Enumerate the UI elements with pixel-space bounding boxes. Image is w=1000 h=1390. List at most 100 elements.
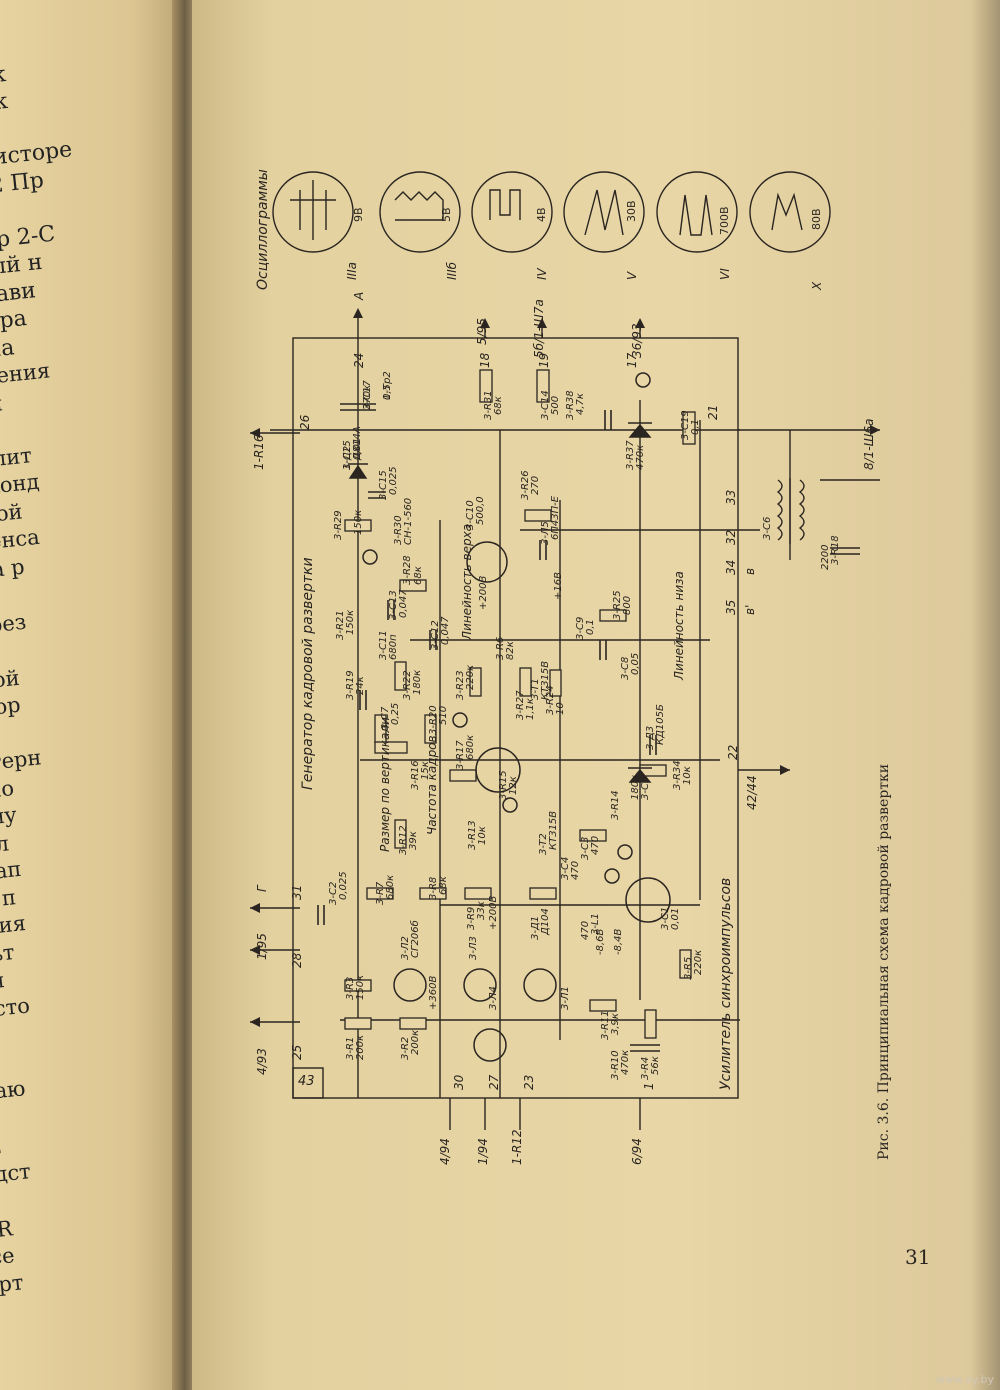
terminal-pin-26: 26 bbox=[298, 414, 312, 430]
terminal-pin-17: 17 bbox=[625, 352, 639, 368]
terminal-pin-34: 34 bbox=[724, 559, 738, 575]
component-label: КД105Б bbox=[655, 704, 666, 745]
component-label: 3-R28 bbox=[402, 555, 413, 585]
component-label: 680к bbox=[465, 734, 476, 760]
terminal-pin-35: 35 bbox=[724, 599, 738, 615]
voltage-label: +200В bbox=[488, 895, 499, 930]
osc-label-3: IV bbox=[535, 268, 549, 280]
component-label: 470 bbox=[570, 860, 581, 880]
component-label: 0,047 bbox=[440, 616, 451, 645]
block-title: Генератор кадровой развертки bbox=[300, 557, 316, 790]
terminal-A: A bbox=[352, 291, 366, 300]
transistor-3-T2 bbox=[475, 747, 521, 793]
block-frame bbox=[292, 337, 739, 1099]
component-label: 3-C6 bbox=[762, 516, 773, 540]
terminal-pin-23: 23 bbox=[522, 1074, 536, 1090]
component-label: 220к bbox=[465, 664, 476, 690]
component-label: СН-1-560 bbox=[403, 497, 414, 545]
component-label: СГ206б bbox=[410, 920, 421, 958]
component-label: 56к bbox=[650, 1056, 661, 1075]
terminal-pin-25: 25 bbox=[290, 1044, 304, 1060]
component-label: 10к bbox=[682, 766, 693, 785]
osc-label-1: IIIа bbox=[345, 262, 359, 280]
transistor-3-T1 bbox=[625, 877, 671, 923]
neon-lamp-3-L1 bbox=[473, 1028, 507, 1062]
component-label: 150к bbox=[353, 509, 364, 535]
component-label: 680к bbox=[385, 874, 396, 900]
osc-label-5: VI bbox=[718, 268, 732, 280]
terminal-4-93: 4/93 bbox=[255, 1048, 269, 1075]
component-label: 0,025 bbox=[388, 466, 399, 495]
control-label-4: Линейность низа bbox=[672, 571, 686, 680]
component-label: 68к bbox=[438, 876, 449, 895]
component-label: 270к bbox=[362, 384, 373, 410]
page-edge-shadow bbox=[970, 0, 1000, 1390]
terminal-pin-24: 24 bbox=[352, 352, 366, 368]
osc-amp-1: 9В bbox=[352, 207, 365, 222]
control-label-3: Линейность верха bbox=[460, 523, 474, 640]
terminal-8-1-Sh6a: 8/1-Ш6а bbox=[862, 418, 876, 470]
component-label: 0,01 bbox=[352, 437, 363, 460]
unit-label: 43 bbox=[298, 1074, 315, 1089]
component-label: 4,7к bbox=[575, 393, 586, 415]
component-label: 3,9к bbox=[610, 1013, 621, 1035]
component-label: 470к bbox=[620, 1049, 631, 1075]
left-page: осуществляется 2-Т1, 2-Т2, включеныгальв… bbox=[0, 0, 190, 1390]
terminal-1-94: 1/94 bbox=[476, 1138, 490, 1165]
component-label: 800 bbox=[622, 595, 633, 615]
component-label: 3-Л1 bbox=[560, 986, 571, 1010]
component-label: 150к bbox=[345, 609, 356, 635]
page-number: 31 bbox=[905, 1245, 931, 1269]
component-label: 0,25 bbox=[390, 702, 401, 725]
right-page bbox=[192, 0, 1000, 1390]
component-label: 470 bbox=[590, 835, 601, 855]
terminal-pin-22: 22 bbox=[726, 744, 740, 760]
terminal-6-94: 6/94 bbox=[630, 1138, 644, 1165]
voltage-label: -8,4В bbox=[613, 928, 624, 955]
component-label: 0,025 bbox=[338, 871, 349, 900]
component-label: 270 bbox=[530, 475, 541, 495]
component-label: 0,05 bbox=[630, 652, 641, 675]
terminal-G: Г bbox=[255, 885, 269, 892]
terminal-1-95: 1/95 bbox=[255, 933, 269, 960]
component-label: 150к bbox=[355, 974, 366, 1000]
unit-label-box bbox=[292, 1067, 324, 1099]
figure-caption: Рис. 3.6. Принципиальная схема кадровой … bbox=[876, 763, 892, 1160]
voltage-label: +360В bbox=[428, 975, 439, 1010]
component-label: 180к bbox=[412, 669, 423, 695]
component-label: 0,047 bbox=[398, 589, 409, 618]
component-label: 15к bbox=[420, 761, 431, 780]
voltage-label: -8,6В bbox=[595, 928, 606, 955]
neon-lamp-3-L2 bbox=[393, 968, 427, 1002]
osc-label-2: IIIб bbox=[445, 261, 459, 280]
oscillograms-title: Осциллограммы bbox=[255, 169, 271, 290]
terminal-pin-1: 1 bbox=[642, 1082, 656, 1090]
component-label: 3-R29 bbox=[333, 510, 344, 540]
terminal-pin-19: 19 bbox=[537, 352, 551, 368]
osc-label-4: V bbox=[625, 271, 639, 280]
terminal-pin-33: 33 bbox=[724, 489, 738, 505]
component-label: 680п bbox=[388, 634, 399, 660]
component-label: 1-Тр2 bbox=[382, 371, 393, 400]
terminal-1-R12: 1-R12 bbox=[510, 1129, 524, 1165]
terminal-pin-31: 31 bbox=[290, 884, 304, 900]
component-label: 510 bbox=[438, 705, 449, 725]
component-label: Д104 bbox=[540, 908, 551, 935]
control-label-2: Частота кадров bbox=[425, 735, 439, 835]
component-label: 470к bbox=[635, 444, 646, 470]
component-label: 39к bbox=[408, 831, 419, 850]
neon-lamp-3-L3 bbox=[463, 968, 497, 1002]
component-label: 0,01 bbox=[670, 907, 681, 930]
osc-amp-5: 700В bbox=[718, 206, 731, 235]
component-label: 6П43П-Е bbox=[550, 495, 561, 540]
control-label-1: Размер по вертикали bbox=[378, 717, 392, 852]
component-label: 68к bbox=[493, 396, 504, 415]
terminal-pin-18: 18 bbox=[478, 352, 492, 368]
component-label: 24к bbox=[355, 676, 366, 695]
osc-label-6: X bbox=[810, 281, 824, 290]
component-label: 82к bbox=[505, 641, 516, 660]
terminal-4-94: 4/94 bbox=[438, 1138, 452, 1165]
component-label: 33к bbox=[476, 901, 487, 920]
terminal-pin-30: 30 bbox=[452, 1074, 466, 1090]
terminal-42-44: 42/44 bbox=[745, 775, 759, 810]
